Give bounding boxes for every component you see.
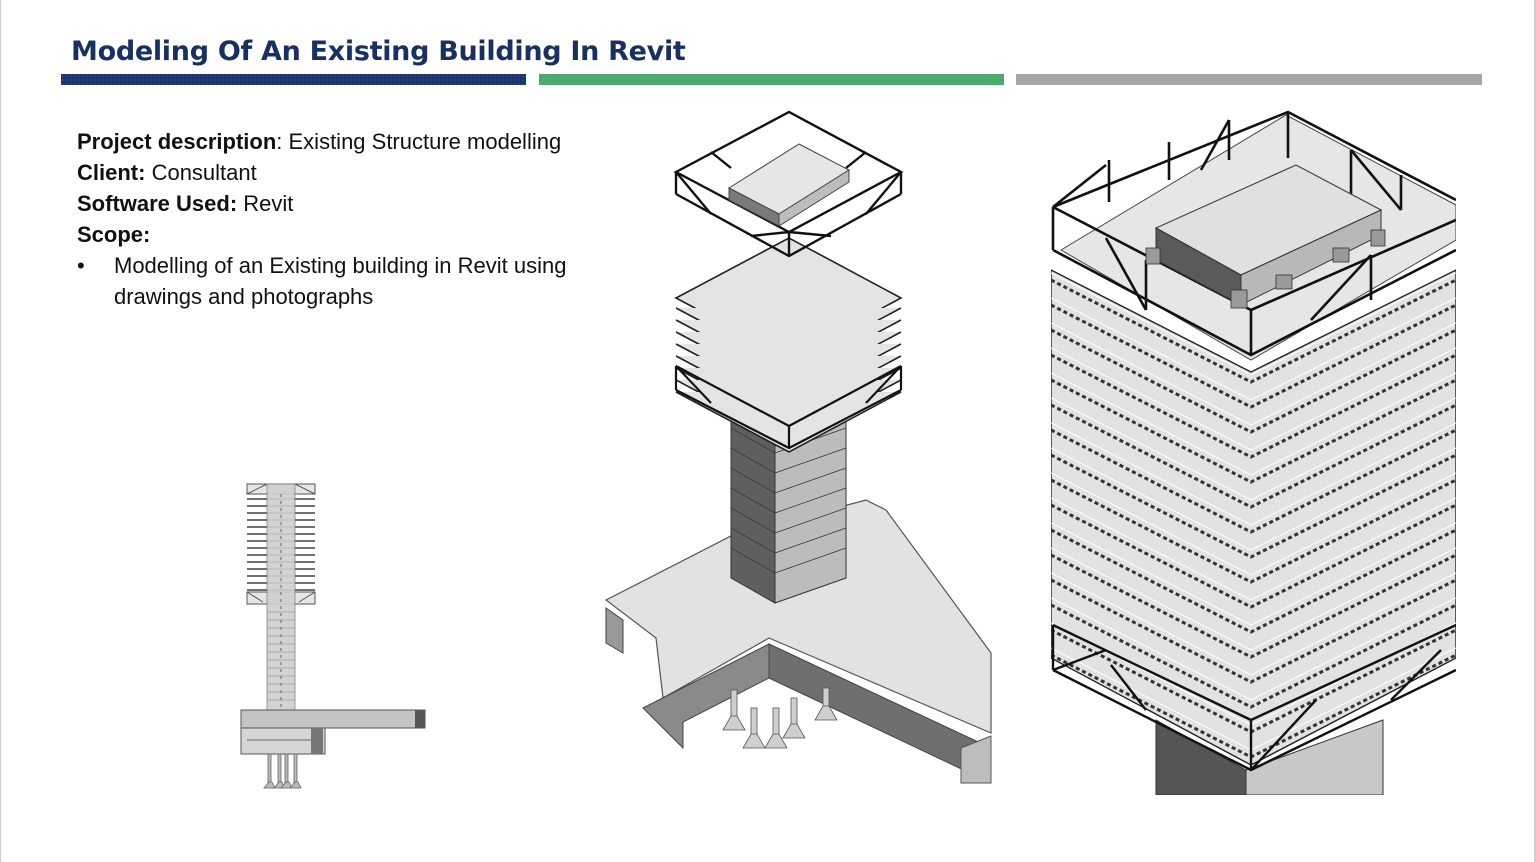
software-label: Software Used: xyxy=(77,191,238,216)
project-description-value: : Existing Structure modelling xyxy=(276,129,562,154)
scope-item-text: Modelling of an Existing building in Rev… xyxy=(114,253,567,309)
scope-label: Scope: xyxy=(77,222,151,247)
software-value: Revit xyxy=(237,191,294,216)
bullet-icon: • xyxy=(77,253,85,278)
elevation-view-image xyxy=(237,482,427,792)
project-details: Project description: Existing Structure … xyxy=(77,126,614,312)
accent-bar-green xyxy=(539,74,1004,85)
client-line: Client: Consultant xyxy=(77,157,614,188)
isometric-view-image xyxy=(601,108,996,788)
software-line: Software Used: Revit xyxy=(77,188,614,219)
client-label: Client: xyxy=(77,160,146,185)
page-title: Modeling Of An Existing Building In Revi… xyxy=(71,36,686,67)
project-description-line: Project description: Existing Structure … xyxy=(77,126,614,157)
project-description-label: Project description xyxy=(77,129,277,154)
scope-item: • Modelling of an Existing building in R… xyxy=(77,250,614,312)
scope-line: Scope: xyxy=(77,219,614,250)
client-value: Consultant xyxy=(145,160,257,185)
closeup-view-image xyxy=(1051,110,1456,795)
accent-bar-navy xyxy=(61,74,526,85)
accent-bar-gray xyxy=(1016,74,1482,85)
